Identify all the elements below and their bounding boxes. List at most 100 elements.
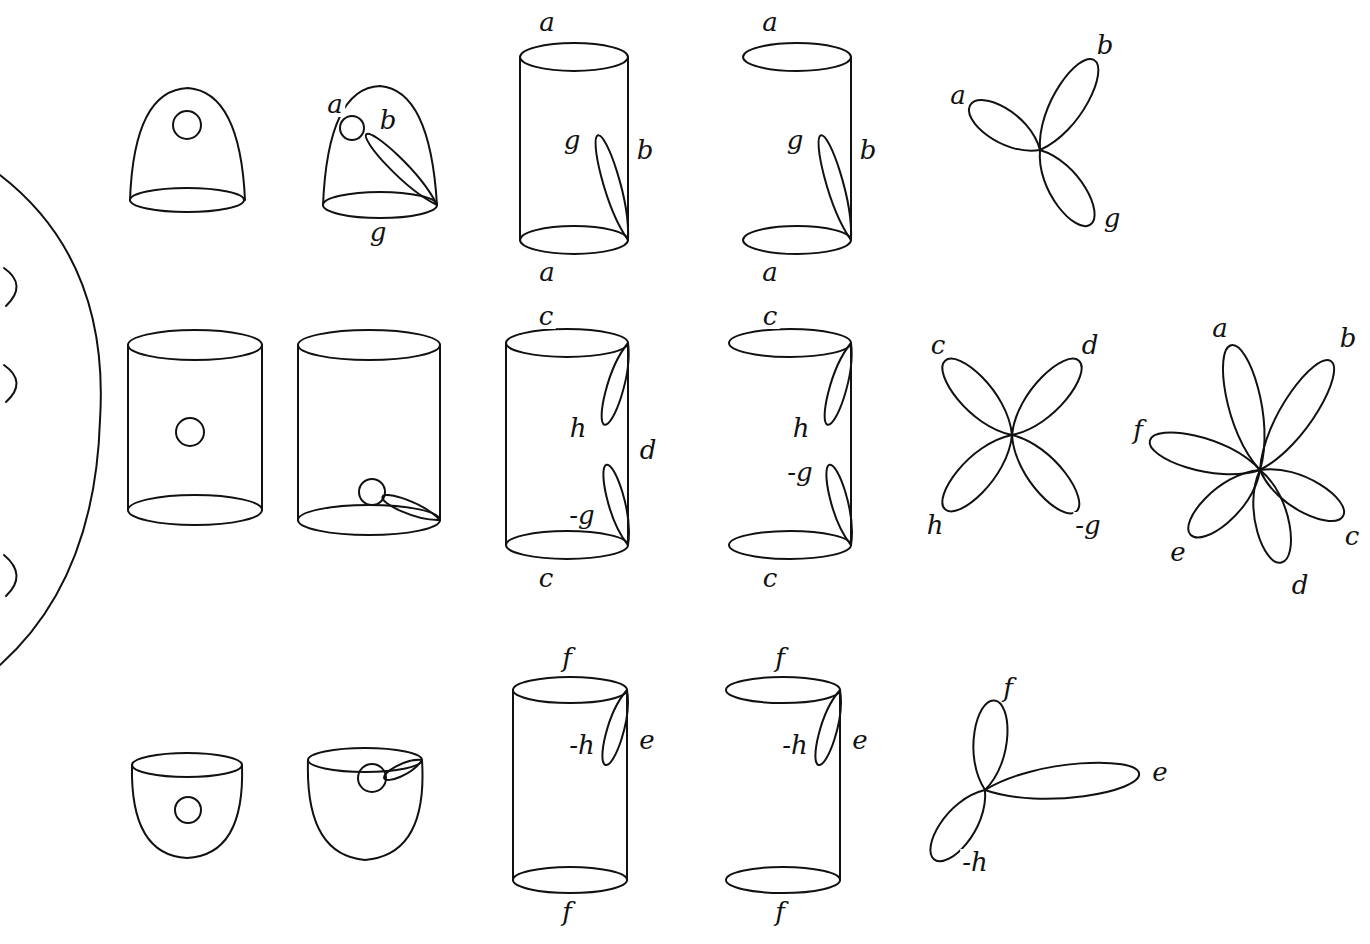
curve-label: e <box>1168 539 1187 565</box>
curve-label: a <box>537 9 557 35</box>
surface-piece-stroke <box>176 418 204 446</box>
curve-label: e <box>637 727 656 753</box>
curve-label: b <box>1095 32 1116 58</box>
cut-cylinder <box>520 43 636 254</box>
cut-cylinder-stroke <box>598 688 635 768</box>
bouquet-stroke <box>1246 352 1345 479</box>
curve-label: -g <box>785 459 814 485</box>
curve-label: d <box>638 437 659 463</box>
surface-piece <box>308 748 425 860</box>
bouquet-stroke <box>1252 455 1351 530</box>
cut-cylinder-stroke <box>506 531 628 559</box>
cut-cylinder-stroke <box>520 43 628 71</box>
surface-piece-stroke <box>132 765 242 858</box>
surface-piece-stroke <box>308 748 422 772</box>
curve-label: a <box>760 259 780 285</box>
bouquet-stroke <box>1026 141 1104 234</box>
cut-cylinder-stroke <box>590 133 636 242</box>
cut-cylinder-stroke <box>513 867 627 893</box>
surface-piece <box>130 88 245 212</box>
surface-piece-stroke <box>128 330 262 360</box>
surface-piece-stroke <box>261 345 263 510</box>
bouquet-stroke <box>1026 51 1109 158</box>
curve-label: c <box>761 565 780 591</box>
surface-piece <box>298 330 442 535</box>
curve-label: a <box>537 259 557 285</box>
curve-label: a <box>325 91 345 117</box>
curve-label: a <box>1210 315 1230 341</box>
bouquet-stroke <box>1146 424 1265 486</box>
curve-label: c <box>929 332 948 358</box>
curve-label: g <box>785 127 806 153</box>
surface-piece-stroke <box>130 188 244 212</box>
cut-cylinder-stroke <box>512 690 514 880</box>
opened-cylinder-stroke <box>743 43 851 71</box>
cut-cylinder-stroke <box>505 343 507 545</box>
curve-label: d <box>1080 332 1101 358</box>
cut-cylinder-stroke <box>597 341 636 427</box>
curve-label: c <box>1343 523 1362 549</box>
surface-piece-stroke <box>175 797 201 823</box>
curve-label: e <box>850 727 869 753</box>
curve-label: f <box>773 645 787 671</box>
bouquet-stroke <box>933 350 1025 447</box>
surface-piece-stroke <box>128 495 262 525</box>
bouquet <box>1146 342 1352 567</box>
curve-label: h <box>568 415 589 441</box>
curve-label: g <box>368 219 389 245</box>
surface-piece-stroke <box>173 111 201 139</box>
bouquet-stroke <box>933 424 1025 521</box>
surface-piece-stroke <box>340 116 364 140</box>
curve-label: h <box>925 512 946 538</box>
bouquet-stroke <box>983 757 1141 806</box>
curve-label: f <box>773 899 787 925</box>
surface-piece-stroke <box>130 88 245 200</box>
curve-label: g <box>562 127 583 153</box>
opened-cylinder <box>726 677 848 893</box>
bouquet-stroke <box>968 699 1010 792</box>
surface-piece-stroke <box>382 755 425 784</box>
curve-label: -g <box>567 502 596 528</box>
opened-cylinder-stroke <box>729 531 851 559</box>
bouquet-stroke <box>961 91 1049 164</box>
opened-cylinder <box>743 43 859 254</box>
surface-piece <box>132 753 242 858</box>
bouquet-stroke <box>1000 350 1092 447</box>
surface-piece-stroke <box>358 764 386 792</box>
curve-label: a <box>948 82 968 108</box>
curve-label: d <box>1290 572 1311 598</box>
surface-piece-stroke <box>132 753 242 777</box>
curve-label: f <box>560 645 574 671</box>
opened-cylinder-stroke <box>729 329 851 357</box>
bouquet <box>921 699 1141 870</box>
curve-label: a <box>760 9 780 35</box>
curve-label: g <box>1102 205 1123 231</box>
cut-cylinder <box>506 329 636 559</box>
bracket-stroke <box>0 175 101 665</box>
surface-piece-stroke <box>380 491 442 526</box>
curve-label: -h <box>780 732 810 758</box>
opened-cylinder-stroke <box>821 463 859 547</box>
bracket-stroke <box>4 555 17 596</box>
curve-label: f <box>1131 417 1145 443</box>
curve-label: c <box>537 303 556 329</box>
bouquet-stroke <box>999 424 1089 522</box>
bouquet <box>933 350 1092 523</box>
surface-piece-stroke <box>298 330 440 360</box>
bouquet <box>961 51 1108 233</box>
curve-label: -h <box>960 849 990 875</box>
bouquet-stroke <box>1244 466 1298 566</box>
bracket-stroke <box>4 365 17 402</box>
cut-cylinder-stroke <box>520 226 628 254</box>
surface-piece-stroke <box>323 86 437 205</box>
curve-label: f <box>1001 675 1015 701</box>
cut-cylinder-stroke <box>598 463 636 547</box>
surface-piece <box>323 86 442 218</box>
curve-label: e <box>1150 759 1169 785</box>
surface-piece-stroke <box>127 345 129 510</box>
surface-piece-stroke <box>297 345 299 520</box>
opened-cylinder-stroke <box>726 677 840 703</box>
curve-label: h <box>791 415 812 441</box>
curve-label: c <box>537 565 556 591</box>
